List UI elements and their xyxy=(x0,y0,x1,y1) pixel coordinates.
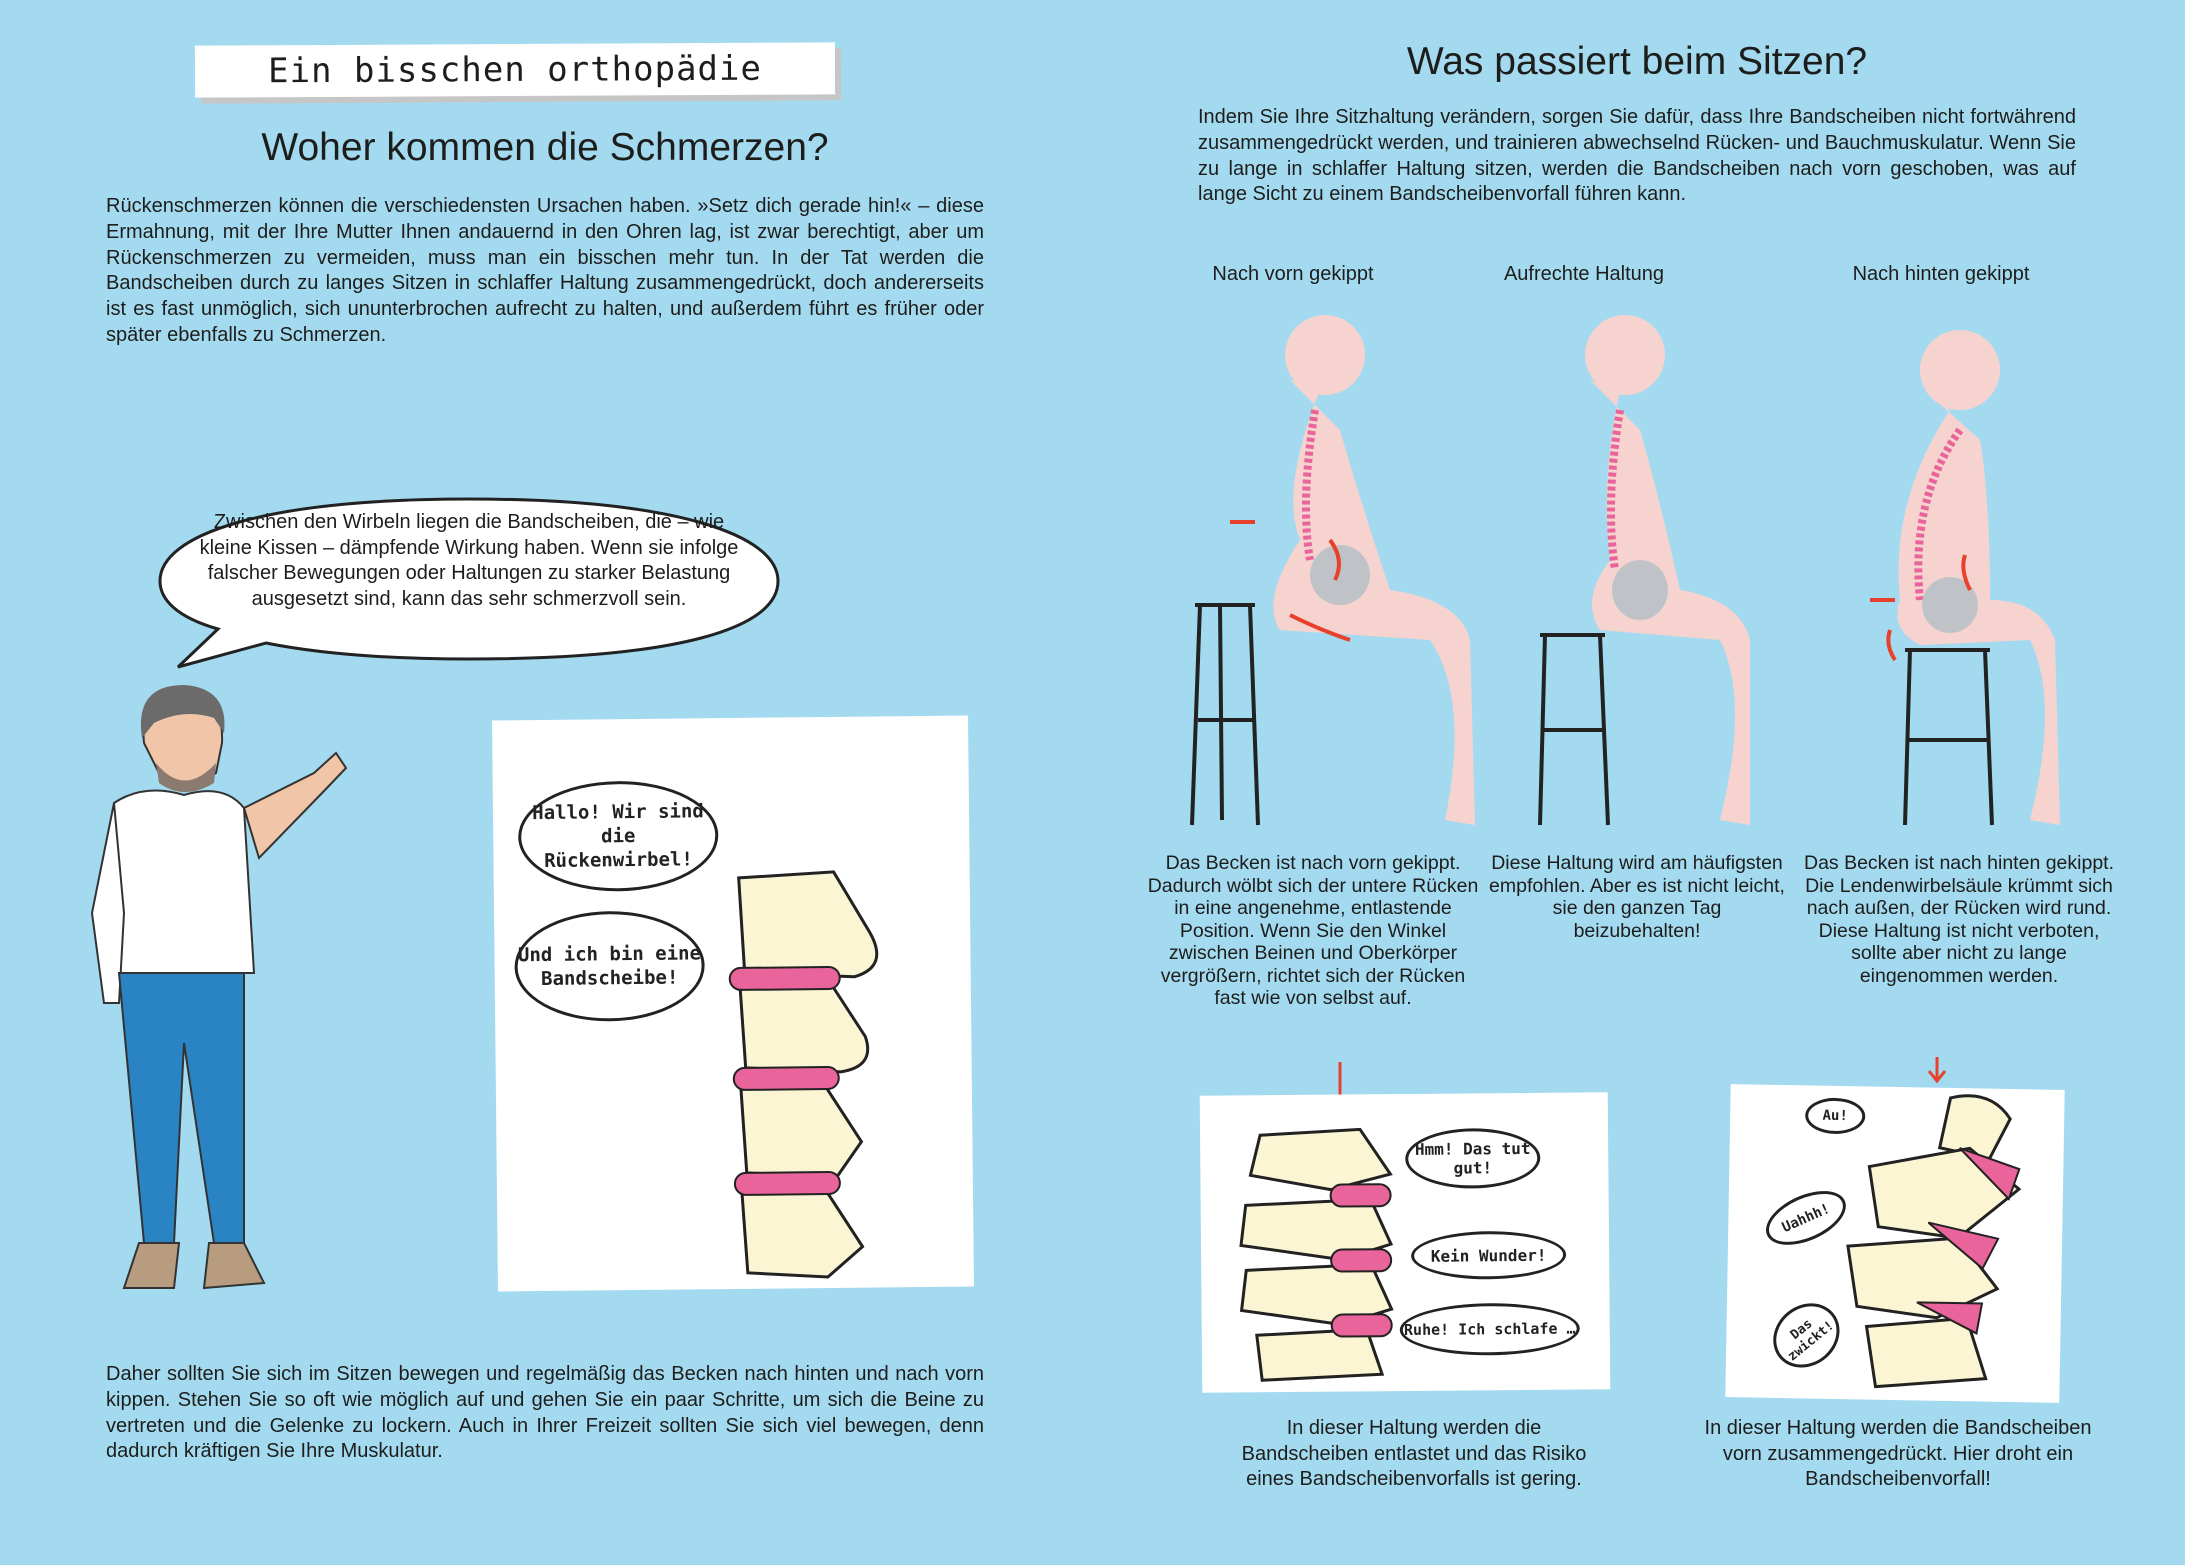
doctor-speech-bubble: Zwischen den Wirbeln liegen die Bandsche… xyxy=(156,495,782,675)
doctor-illustration xyxy=(90,685,348,1290)
left-conclusion-paragraph: Daher sollten Sie sich im Sitzen bewegen… xyxy=(106,1363,984,1463)
down-arrow-icon xyxy=(1927,1057,1947,1084)
figure-upright xyxy=(1585,315,1750,825)
comic-panel-relaxed: Hmm! Das tut gut! Kein Wunder! Ruhe! Ich… xyxy=(1199,1092,1611,1393)
right-intro-paragraph: Indem Sie Ihre Sitzhaltung verändern, so… xyxy=(1198,106,2076,206)
posture-caption-upright: Diese Haltung wird am häufigsten empfohl… xyxy=(1489,852,1785,942)
figure-backward xyxy=(1897,330,2060,825)
left-page-title: Woher kommen die Schmerzen? xyxy=(261,126,829,169)
posture-label-upright: Aufrechte Haltung xyxy=(1503,263,1665,285)
doctor-speech-text: Zwischen den Wirbeln liegen die Bandsche… xyxy=(199,511,739,610)
relaxed-caption: In dieser Haltung werden die Bandscheibe… xyxy=(1241,1417,1587,1490)
comic-panel-spine: Hallo! Wir sind die Rückenwirbel! Und ic… xyxy=(492,715,974,1292)
compressed-caption: In dieser Haltung werden die Bandscheibe… xyxy=(1704,1417,2092,1490)
posture-caption-forward: Das Becken ist nach vorn gekippt. Dadurc… xyxy=(1147,852,1479,1009)
sitting-postures-illustration xyxy=(1190,315,2060,826)
posture-caption-backward: Das Becken ist nach hinten gekippt. Die … xyxy=(1803,852,2115,987)
section-banner: Ein bisschen orthopädie xyxy=(194,42,836,98)
posture-label-backward: Nach hinten gekippt xyxy=(1852,263,2030,285)
figure-forward xyxy=(1273,315,1475,825)
left-intro-paragraph: Rückenschmerzen können die verschiedenst… xyxy=(106,195,984,346)
comic-panel-compressed: Au! Uahhh! Das zwickt! xyxy=(1725,1084,2065,1403)
right-page-title: Was passiert beim Sitzen? xyxy=(1406,40,1868,83)
compressed-speech-1: Au! xyxy=(1804,1097,1866,1135)
posture-label-forward: Nach vorn gekippt xyxy=(1212,263,1374,285)
